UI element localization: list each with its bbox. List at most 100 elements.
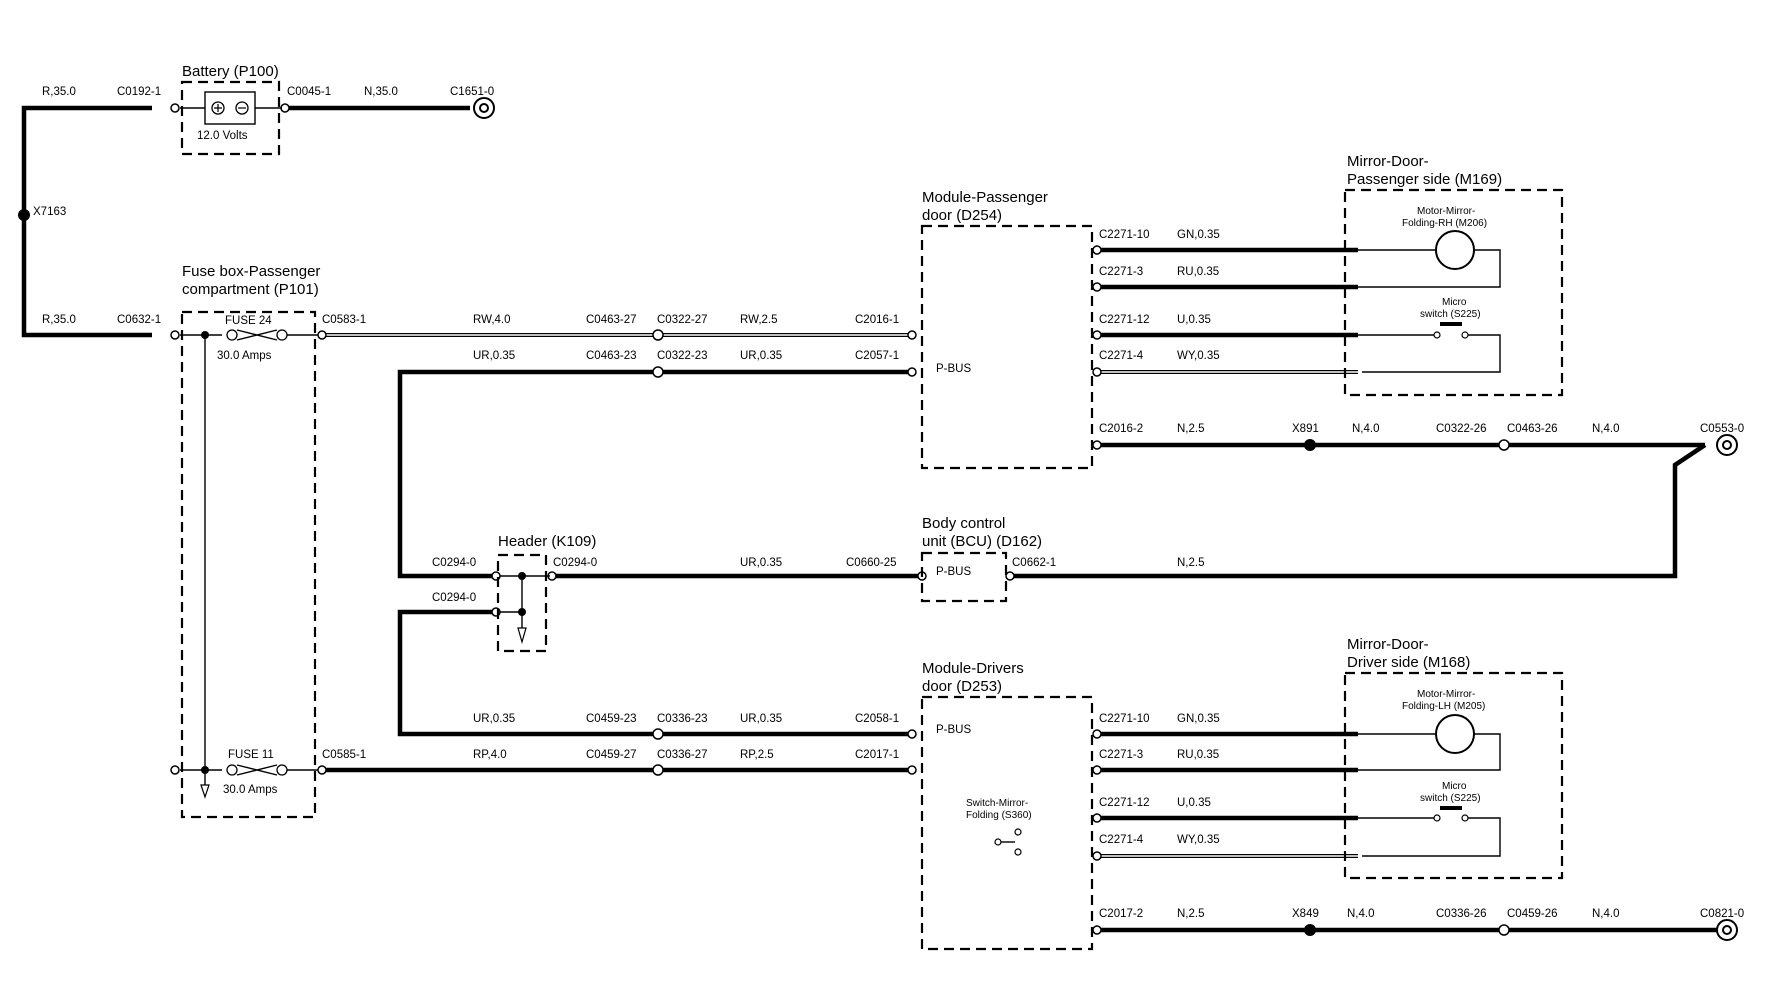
mod-drv-switch-1: Switch-Mirror- [966, 798, 1028, 809]
header-component [496, 553, 550, 653]
wire-label: UR,0.35 [740, 350, 782, 362]
mirror-drv-title-2: Driver side (M168) [1347, 654, 1470, 671]
connector-label: C2058-1 [855, 713, 899, 725]
connector-label: C2271-3 [1099, 749, 1143, 761]
connector-label: C2017-1 [855, 749, 899, 761]
wire-label: N,4.0 [1592, 908, 1620, 920]
fusebox-title-2: compartment (P101) [182, 281, 319, 298]
wire-label: N,35.0 [364, 86, 398, 98]
micro-switch-icon [1358, 322, 1501, 373]
bcu-component [920, 551, 1008, 603]
connector-label: C0463-27 [586, 314, 637, 326]
mod-drv-pbus: P-BUS [936, 724, 971, 736]
fuse24-label: FUSE 24 [225, 315, 272, 327]
wire-labels: R,35.0 C0192-1 C0045-1 N,35.0 C1651-0 X7… [33, 86, 1744, 920]
battery-rating: 12.0 Volts [197, 130, 248, 142]
connector-label: C0322-27 [657, 314, 708, 326]
mirror-drv-motor-1: Motor-Mirror- [1417, 689, 1475, 700]
wire-label: R,35.0 [42, 86, 76, 98]
connector-label: C0294-0 [553, 557, 597, 569]
mod-drv-switch-2: Folding (S360) [966, 810, 1032, 821]
mirror-pass-motor-2: Folding-RH (M206) [1402, 218, 1487, 229]
connector-label: C2016-1 [855, 314, 899, 326]
wire-label: U,0.35 [1177, 314, 1211, 326]
mod-drv-title-1: Module-Drivers [922, 660, 1024, 677]
splice-label: X891 [1292, 423, 1319, 435]
connector-label: C0632-1 [117, 314, 161, 326]
wire-label: N,2.5 [1177, 423, 1205, 435]
wire-battery-positive [21, 105, 152, 338]
bcu-title-2: unit (BCU) (D162) [922, 533, 1042, 550]
connector-label: C2271-12 [1099, 314, 1150, 326]
mirror-pass-title-2: Passenger side (M169) [1347, 171, 1502, 188]
mirror-pass-switch-2: switch (S225) [1420, 309, 1481, 320]
connector-label: C0459-23 [586, 713, 637, 725]
module-drivers-door [920, 695, 1094, 951]
wire-label: N,4.0 [1352, 423, 1380, 435]
ground-label: C1651-0 [450, 86, 494, 98]
connector-label: C2271-10 [1099, 229, 1150, 241]
wire-label: RW,2.5 [740, 314, 778, 326]
connector-label: C0322-23 [657, 350, 708, 362]
mod-pass-pbus: P-BUS [936, 363, 971, 375]
wire-ur035-upper [397, 369, 654, 579]
connector-label: C0660-25 [846, 557, 897, 569]
wire-label: RW,4.0 [473, 314, 511, 326]
mirror-pass-title-1: Mirror-Door- [1347, 153, 1429, 170]
wire-label: N,2.5 [1177, 557, 1205, 569]
motor-icon [1358, 230, 1501, 288]
splice-label: X7163 [33, 206, 66, 218]
mod-pass-title-2: door (D254) [922, 207, 1002, 224]
wire-label: RP,4.0 [473, 749, 507, 761]
connector-label: C2057-1 [855, 350, 899, 362]
wire-label: UR,0.35 [473, 713, 515, 725]
mirror-drv-switch-1: Micro [1442, 781, 1467, 792]
connector-label: C2271-4 [1099, 834, 1144, 846]
wires [21, 105, 1720, 933]
bcu-title-1: Body control [922, 515, 1005, 532]
fusebox-title-1: Fuse box-Passenger [182, 263, 320, 280]
wire-label: N,4.0 [1347, 908, 1375, 920]
motor-icon [1358, 714, 1501, 771]
connector-label: C2271-12 [1099, 797, 1150, 809]
ground-label: C0821-0 [1700, 908, 1744, 920]
connector-label: C2017-2 [1099, 908, 1143, 920]
fuse24-rating: 30.0 Amps [217, 350, 272, 362]
wire-label: RP,2.5 [740, 749, 774, 761]
wire-label: GN,0.35 [1177, 713, 1220, 725]
connector-label: C0294-0 [432, 557, 476, 569]
mirror-drv-switch-2: switch (S225) [1420, 793, 1481, 804]
header-title: Header (K109) [498, 533, 596, 550]
ground-icon [473, 97, 1738, 941]
mirror-passenger-component [1343, 188, 1564, 397]
ground-label: C0553-0 [1700, 423, 1744, 435]
wire-label: UR,0.35 [473, 350, 515, 362]
module-passenger-door [920, 224, 1094, 470]
wire-label: RU,0.35 [1177, 266, 1219, 278]
wire-label: U,0.35 [1177, 797, 1211, 809]
connector-label: C0459-27 [586, 749, 637, 761]
wire-label: WY,0.35 [1177, 350, 1220, 362]
connector-label: C2271-4 [1099, 350, 1144, 362]
fuse11-icon [226, 764, 318, 776]
connector-label: C0463-26 [1507, 423, 1558, 435]
bcu-pbus: P-BUS [936, 566, 971, 578]
fuse11-label: FUSE 11 [228, 749, 274, 761]
wire-label: UR,0.35 [740, 713, 782, 725]
component-titles: Battery (P100) 12.0 Volts Fuse box-Passe… [182, 63, 1502, 821]
splice-label: X849 [1292, 908, 1319, 920]
connector-label: C2016-2 [1099, 423, 1143, 435]
wire-label: UR,0.35 [740, 557, 782, 569]
junctions [18, 103, 1510, 936]
connector-label: C0585-1 [322, 749, 366, 761]
mirror-pass-motor-1: Motor-Mirror- [1417, 206, 1475, 217]
connector-label: C0336-27 [657, 749, 708, 761]
fuse11-rating: 30.0 Amps [223, 784, 278, 796]
fusebox-component [180, 310, 318, 819]
wire-bcu-ground [1012, 443, 1707, 579]
mirror-driver-component [1343, 671, 1564, 880]
connector-label: C0322-26 [1436, 423, 1487, 435]
wire-label: N,4.0 [1592, 423, 1620, 435]
micro-switch-icon [1358, 806, 1501, 857]
connector-label: C0336-23 [657, 713, 708, 725]
